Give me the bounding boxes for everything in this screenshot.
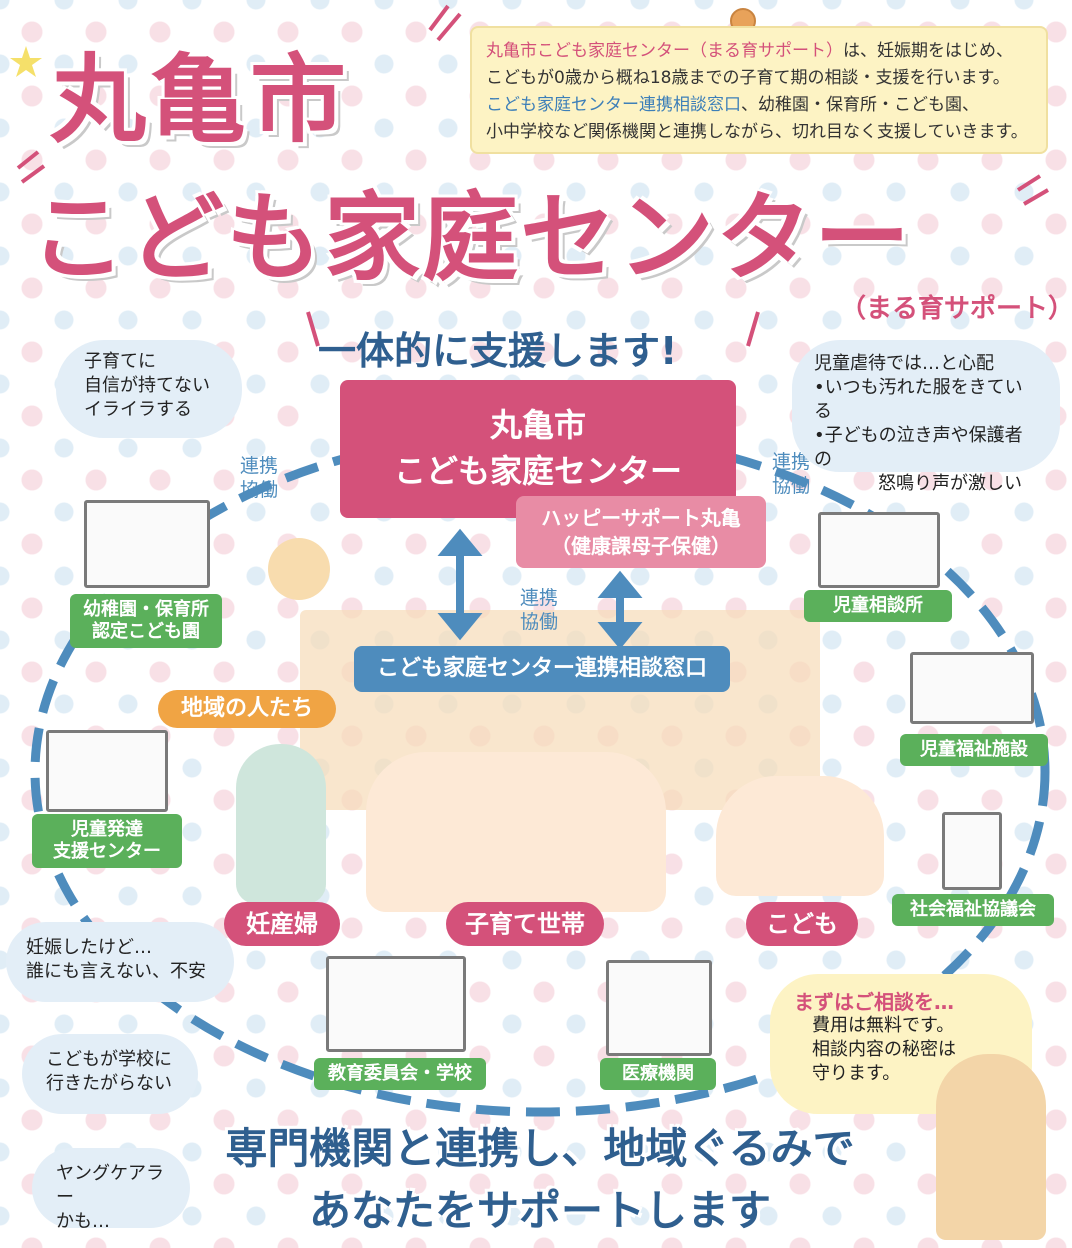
org-child-guidance: 児童相談所 <box>804 590 952 622</box>
renkei-label-center: 連携協働 <box>520 587 559 633</box>
group-families: 子育て世帯 <box>446 902 604 946</box>
intro-highlight-blue: こども家庭センター連携相談窓口 <box>486 95 741 115</box>
consultation-window-box: こども家庭センター連携相談窓口 <box>354 646 730 692</box>
family-illustration <box>366 752 666 912</box>
support-message: 専門機関と連携し、地域ぐるみで あなたをサポートします <box>225 1124 855 1235</box>
center-box: 丸亀市 こども家庭センター <box>340 380 736 518</box>
worry-cloud-pregnancy: 妊娠したけど…誰にも言えない、不安 <box>6 922 234 1002</box>
intro-highlight: 丸亀市こども家庭センター（まる育サポート） <box>486 41 843 61</box>
arrow-icon <box>437 528 643 650</box>
school-building-icon <box>326 956 466 1052</box>
page-title-line1: 丸亀市 <box>50 44 350 156</box>
renkei-label-left: 連携協働 <box>240 455 279 501</box>
org-medical: 医療機関 <box>600 1058 716 1090</box>
child-guidance-building-icon <box>818 512 940 588</box>
children-illustration <box>716 776 884 896</box>
intro-note: 丸亀市こども家庭センター（まる育サポート）は、妊娠期をはじめ、 こどもが0歳から… <box>470 26 1048 154</box>
page-title-line2: こども家庭センター <box>30 182 912 294</box>
worry-cloud-young-carer: ヤングケアラーかも… <box>32 1148 190 1232</box>
org-welfare-facility: 児童福祉施設 <box>900 734 1048 766</box>
org-kindergarten: 幼稚園・保育所認定こども園 <box>70 594 222 648</box>
kindergarten-building-icon <box>84 500 210 588</box>
renkei-label-right: 連携協働 <box>772 451 811 497</box>
staff-illustration <box>936 1054 1046 1240</box>
org-dev-support: 児童発達支援センター <box>32 814 182 868</box>
pregnant-woman-illustration <box>236 744 326 904</box>
worry-cloud-abuse: 児童虐待では…と心配•いつも汚れた服をきている•子どもの泣き声や保護者の 怒鳴り… <box>792 340 1060 494</box>
org-social-welfare: 社会福祉協議会 <box>892 894 1054 926</box>
worry-cloud-school: こどもが学校に行きたがらない <box>22 1034 198 1114</box>
consult-heading: まずはご相談を… <box>794 990 954 1014</box>
org-education: 教育委員会・学校 <box>314 1058 486 1090</box>
dev-support-building-icon <box>46 730 168 812</box>
page-subtitle: （まる育サポート） <box>840 294 1072 324</box>
group-children: こども <box>746 902 858 946</box>
community-label: 地域の人たち <box>158 690 336 728</box>
welfare-facility-building-icon <box>910 652 1034 724</box>
slogan: 一体的に支援します! <box>318 329 678 373</box>
happy-support-box: ハッピーサポート丸亀 （健康課母子保健） <box>516 496 766 568</box>
sun-icon <box>268 538 330 600</box>
group-pregnant: 妊産婦 <box>224 902 340 946</box>
worry-cloud-parenting: 子育てに自信が持てないイライラする <box>56 340 242 438</box>
social-welfare-building-icon <box>942 812 1002 890</box>
star-icon <box>10 46 42 77</box>
hospital-building-icon <box>606 960 712 1056</box>
